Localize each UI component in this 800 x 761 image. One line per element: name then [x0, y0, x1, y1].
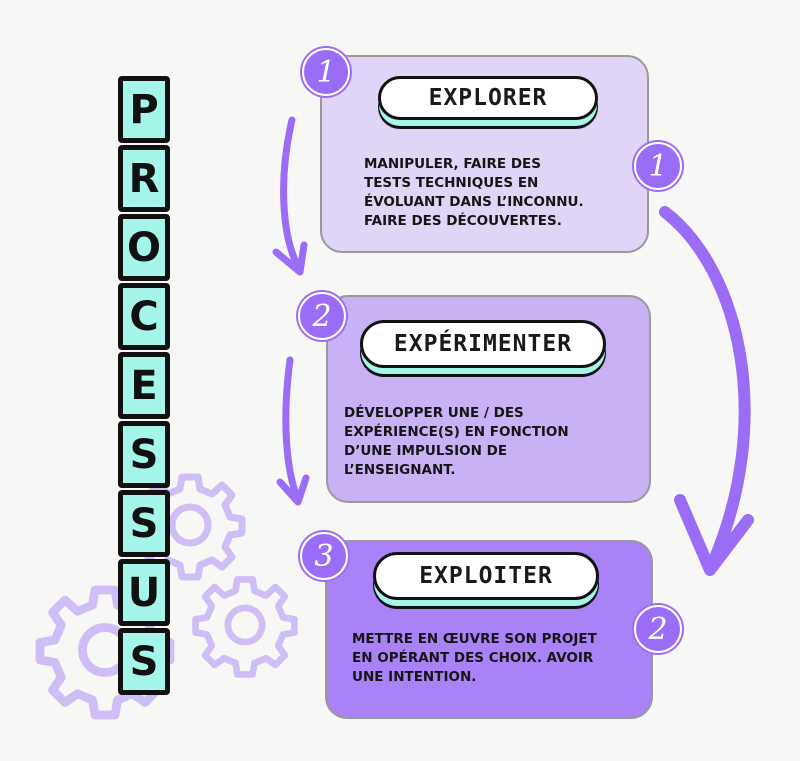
title-letter: O — [118, 214, 170, 281]
description-line: tests techniques en — [364, 175, 539, 191]
arrow-icon — [276, 356, 310, 506]
title-letter: R — [118, 145, 170, 212]
step-description: Manipuler, faire des tests techniques en… — [364, 155, 584, 231]
description-line: Faire des découvertes. — [364, 213, 562, 229]
step-description: Mettre en œuvre son projet en opérant de… — [352, 630, 597, 687]
step-number-badge: 2 — [634, 605, 682, 653]
step-heading: EXPÉRIMENTER — [360, 320, 606, 368]
title-letter: S — [118, 628, 170, 695]
step-number-badge: 2 — [298, 292, 346, 340]
title-letter: U — [118, 559, 170, 626]
description-line: une intention. — [352, 669, 477, 685]
step-number-badge: 3 — [300, 532, 348, 580]
description-line: l’enseignant. — [344, 462, 456, 478]
step-number-badge: 1 — [302, 48, 350, 96]
title-letter: S — [118, 421, 170, 488]
description-line: évoluant dans l’inconnu. — [364, 194, 584, 210]
step-heading: EXPLOITER — [373, 552, 599, 600]
gear-icon — [192, 576, 298, 678]
description-line: Développer une / des — [344, 405, 524, 421]
title-letter: E — [118, 352, 170, 419]
arrow-icon — [272, 116, 308, 276]
step-number-badge: 1 — [634, 142, 682, 190]
step-heading: EXPLORER — [378, 76, 598, 120]
description-line: en opérant des choix. Avoir — [352, 650, 594, 666]
description-line: Mettre en œuvre son projet — [352, 631, 597, 647]
page-title: P R O C E S S U S — [118, 76, 170, 697]
description-line: expérience(s) en fonction — [344, 424, 569, 440]
title-letter: C — [118, 283, 170, 350]
arrow-icon — [659, 206, 754, 576]
description-line: d’une impulsion de — [344, 443, 508, 459]
title-letter: P — [118, 76, 170, 143]
description-line: Manipuler, faire des — [364, 156, 541, 172]
title-letter: S — [118, 490, 170, 557]
step-description: Développer une / des expérience(s) en fo… — [344, 404, 569, 480]
